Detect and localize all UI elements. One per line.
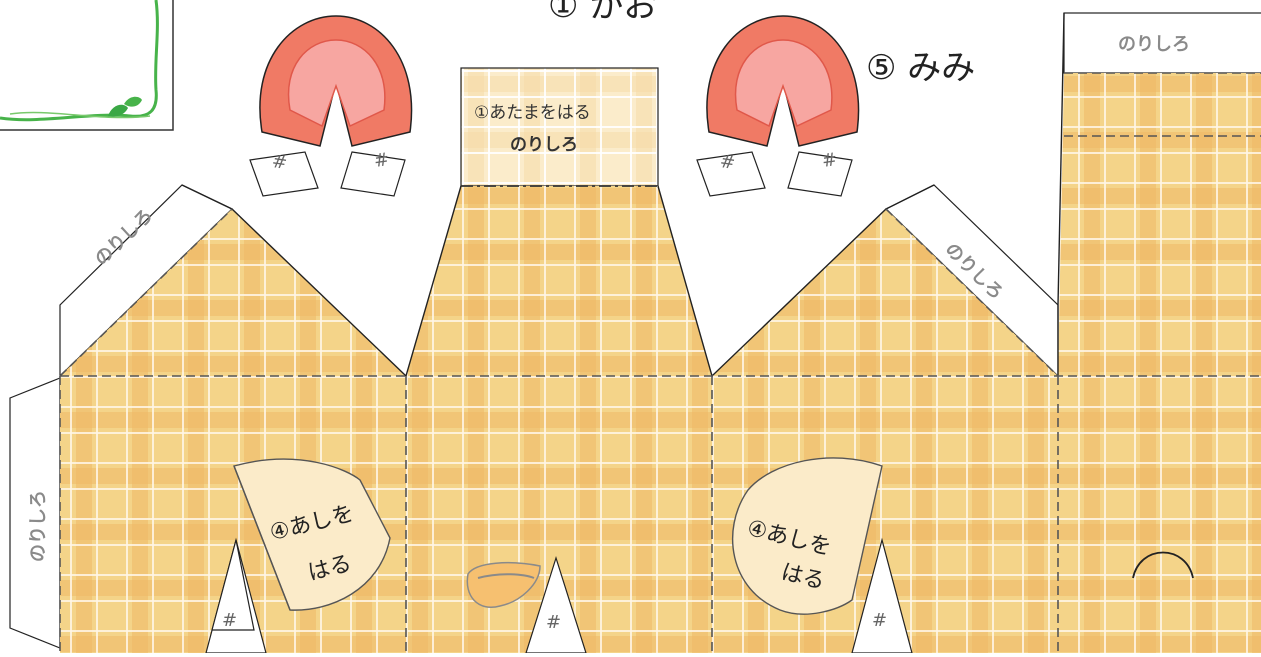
fold-lines	[59, 72, 1261, 653]
slot-mark-ear-4: #	[820, 149, 839, 172]
slot-triangles	[205, 537, 913, 654]
right-ear	[696, 15, 860, 197]
ear-title: ⑤ みみ	[866, 48, 976, 88]
slot-mark-ear-1: #	[270, 151, 289, 174]
slot-mark-body-1: #	[222, 610, 238, 631]
glue-tab-top-right	[1063, 12, 1261, 74]
head-tab-label-2: のりしろ	[510, 135, 578, 155]
arc-mark	[1132, 551, 1194, 579]
head-glue-tab	[460, 67, 659, 187]
glue-tab-label-top-right: のりしろ	[1118, 34, 1190, 55]
leaf-icon	[108, 96, 142, 117]
decorative-frame	[0, 0, 174, 131]
glue-tab-label-side: のりしろ	[28, 490, 49, 562]
slot-mark-ear-3: #	[718, 151, 737, 174]
leg-area-right	[731, 457, 883, 615]
face-header: ① かお	[548, 0, 658, 26]
slot-mark-body-3: #	[872, 610, 888, 631]
head-tab-label-1: ①あたまをはる	[474, 103, 591, 123]
left-ear	[249, 15, 413, 197]
cut-lines	[181, 12, 1065, 378]
tail-icon	[466, 561, 541, 608]
leg-area-left	[233, 458, 391, 611]
slot-mark-ear-2: #	[372, 149, 391, 172]
slot-mark-body-2: #	[546, 612, 562, 633]
